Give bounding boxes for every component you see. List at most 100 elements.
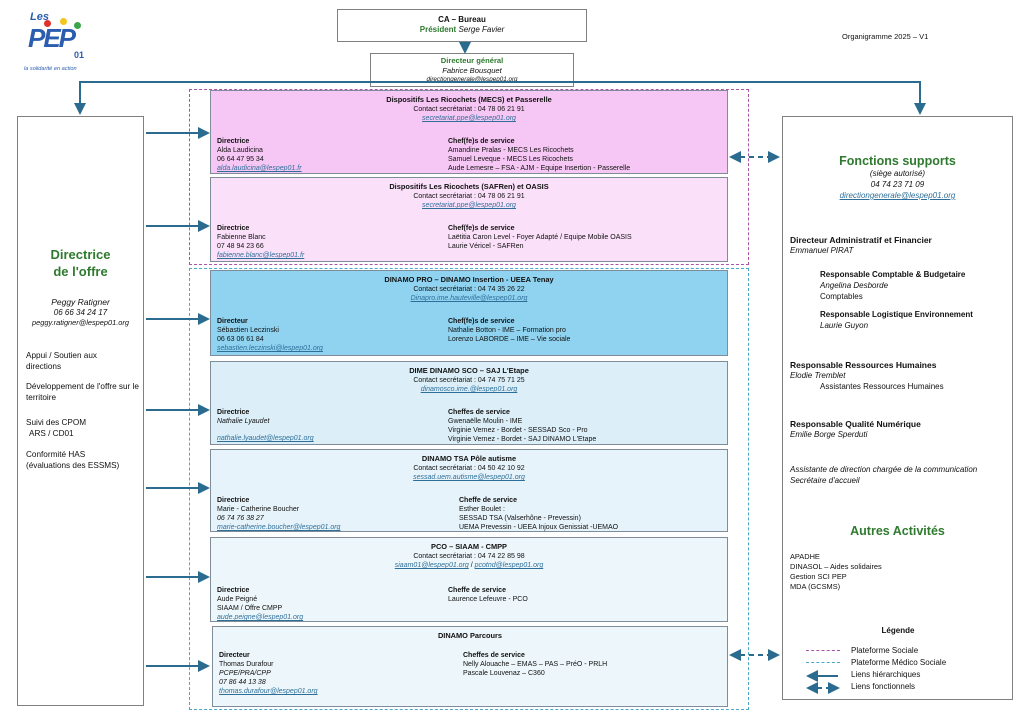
dept-director-role: Directeur <box>219 652 250 659</box>
assist-2: Secrétaire d'accueil <box>790 476 860 485</box>
rqn-role: Responsable Qualité Numérique <box>790 419 921 429</box>
left-item-3: Suivi des CPOM <box>26 418 87 427</box>
dept-service-line: Laurence Lefeuvre - PCO <box>448 596 528 604</box>
dept-director-line: SIAAM / Offre CMPP <box>217 605 283 613</box>
left-item-4: ARS / CD01 <box>29 429 74 438</box>
dg-email[interactable]: directiongenerale@lespep01.org <box>426 75 518 83</box>
left-item-1: Appui / Soutien aux directions <box>26 351 98 371</box>
plateforme-sociale-frame <box>189 89 749 265</box>
legend-social: Plateforme Sociale <box>851 646 919 655</box>
dept-director-line: Sébastien Leczinski <box>217 327 279 335</box>
ca-name: Serge Favier <box>458 25 505 35</box>
dg-to-left-link <box>79 81 921 113</box>
dept-director-line: Nathalie Lyaudet <box>217 418 270 426</box>
left-name: Peggy Ratigner <box>51 297 110 307</box>
dept-director-email[interactable]: thomas.durafour@lespep01.org <box>219 688 318 696</box>
dept-director-role: Directrice <box>217 138 250 145</box>
left-email[interactable]: peggy.ratigner@lespep01.org <box>32 318 129 327</box>
dept-service-line: Virginie Vernez - Bordet - SAJ DINAMO L'… <box>448 436 597 444</box>
dept-service-line: Esther Boulet : <box>459 506 505 514</box>
autres-title: Autres Activités <box>850 524 945 538</box>
dept-title: PCO – SIAAM - CMPP <box>431 542 507 551</box>
rle-name: Laurie Guyon <box>820 321 869 330</box>
dg-box: Directeur général Fabrice Bousquet direc… <box>370 53 574 87</box>
daf-role: Directeur Administratif et Financier <box>790 235 932 245</box>
left-title-1: Directrice <box>50 247 111 262</box>
dept-director-line: Marie - Catherine Boucher <box>217 506 300 514</box>
dept-contact: Contact secrétariat : 04 78 06 21 91 <box>413 193 525 200</box>
ca-box: CA – Bureau Président Serge Favier <box>337 9 587 42</box>
dept-director-line: 06 74 76 38 27 <box>217 515 264 523</box>
logo-dot-yellow <box>60 18 67 25</box>
logo-pep: PEP <box>28 23 76 53</box>
dept-email[interactable]: siaam01@lespep01.org <box>394 562 469 569</box>
dept-service-role: Cheffes de service <box>463 652 525 659</box>
dept-director-email[interactable]: fabienne.blanc@lespep01.fr <box>217 252 305 260</box>
dept-director-email[interactable]: marie-catherine.boucher@lespep01.org <box>217 524 341 532</box>
dept-box-3: DINAMO PRO – DINAMO Insertion - UEEA Ten… <box>210 270 728 356</box>
dept-service-line: Nathalie Botton - IME – Formation pro <box>448 327 566 335</box>
logo-dot-red <box>44 20 51 27</box>
left-item-5: Conformité HAS <box>26 450 86 459</box>
dept-director-line: 06 64 47 95 34 <box>217 156 264 164</box>
dept-director-line: 06 63 06 61 84 <box>217 336 264 344</box>
dept-contact: Contact secrétariat : 04 74 35 26 22 <box>413 286 525 293</box>
legend-title: Légende <box>881 626 915 635</box>
ca-president: Président Serge Favier <box>338 25 586 35</box>
logo-dot-green <box>74 22 81 29</box>
dept-service-line: Virginie Vernez - Bordet - SESSAD Sco - … <box>448 427 588 435</box>
dept-director-email[interactable]: alda.laudicina@lespep01.fr <box>217 165 302 173</box>
dept-email[interactable]: Dinapro.ime.hauteville@lespep01.org <box>410 295 528 302</box>
rrh-extra: Assistantes Ressources Humaines <box>820 382 944 391</box>
autres-3: Gestion SCI PEP <box>790 572 847 581</box>
dept-email[interactable]: secretariat.ppe@lespep01.org <box>422 115 516 122</box>
legend-medico: Plateforme Médico Sociale <box>851 658 947 667</box>
ca-title: CA – Bureau <box>438 15 486 24</box>
dept-email[interactable]: sessad.uem.autisme@lespep01.org <box>413 474 525 481</box>
dept-director-email[interactable]: sebastien.leczinski@lespep01.org <box>217 345 323 353</box>
dept-email-line: secretariat.ppe@lespep01.org <box>211 201 727 210</box>
dept-service-role: Cheffes de service <box>448 409 510 416</box>
dept-director-line: Aude Peigné <box>217 596 258 604</box>
logo-num: 01 <box>74 50 85 60</box>
dept-director-email[interactable]: nathalie.lyaudet@lespep01.org <box>217 435 314 443</box>
left-title-2: de l'offre <box>53 264 108 279</box>
right-sub: (siège autorisé) <box>869 169 926 178</box>
dept-email[interactable]: dinamosco.ime.@lespep01.org <box>420 386 518 393</box>
dept-director-email[interactable]: aude.peigne@lespep01.org <box>217 614 304 622</box>
dept-service-line: Laëtitia Caron Level - Foyer Adapté / Eq… <box>448 234 632 242</box>
dept-email-line: secretariat.ppe@lespep01.org <box>211 114 727 123</box>
dept-service-role: Chef(fe)s de service <box>448 318 515 325</box>
dept-email-line: dinamosco.ime.@lespep01.org <box>211 385 727 394</box>
dg-role: Directeur général <box>440 56 504 65</box>
dept-contact: Contact secrétariat : 04 50 42 10 92 <box>413 465 525 472</box>
dept-email[interactable]: secretariat.ppe@lespep01.org <box>422 202 516 209</box>
dept-email-2[interactable]: pcotnd@lespep01.org <box>474 562 544 569</box>
autres-2: DINASOL – Aides solidaires <box>790 562 882 571</box>
right-email[interactable]: directiongenerale@lespep01.org <box>839 191 956 200</box>
dept-director-role: Directrice <box>217 587 250 594</box>
dept-service-line: Aude Lemesre – FSA - AJM - Equipe Insert… <box>448 165 631 173</box>
assist-1: Assistante de direction chargée de la co… <box>790 465 978 474</box>
version-label: Organigramme 2025 – V1 <box>842 32 929 41</box>
fonctions-supports-box: Fonctions supports (siège autorisé) 04 7… <box>782 116 1013 700</box>
dept-email-sep: / <box>468 562 475 569</box>
dept-director-role: Directrice <box>217 497 250 504</box>
logo-tagline: la solidarité en action <box>24 66 77 72</box>
dept-director-role: Directrice <box>217 409 250 416</box>
dept-title: Dispositifs Les Ricochets (MECS) et Pass… <box>386 95 552 104</box>
